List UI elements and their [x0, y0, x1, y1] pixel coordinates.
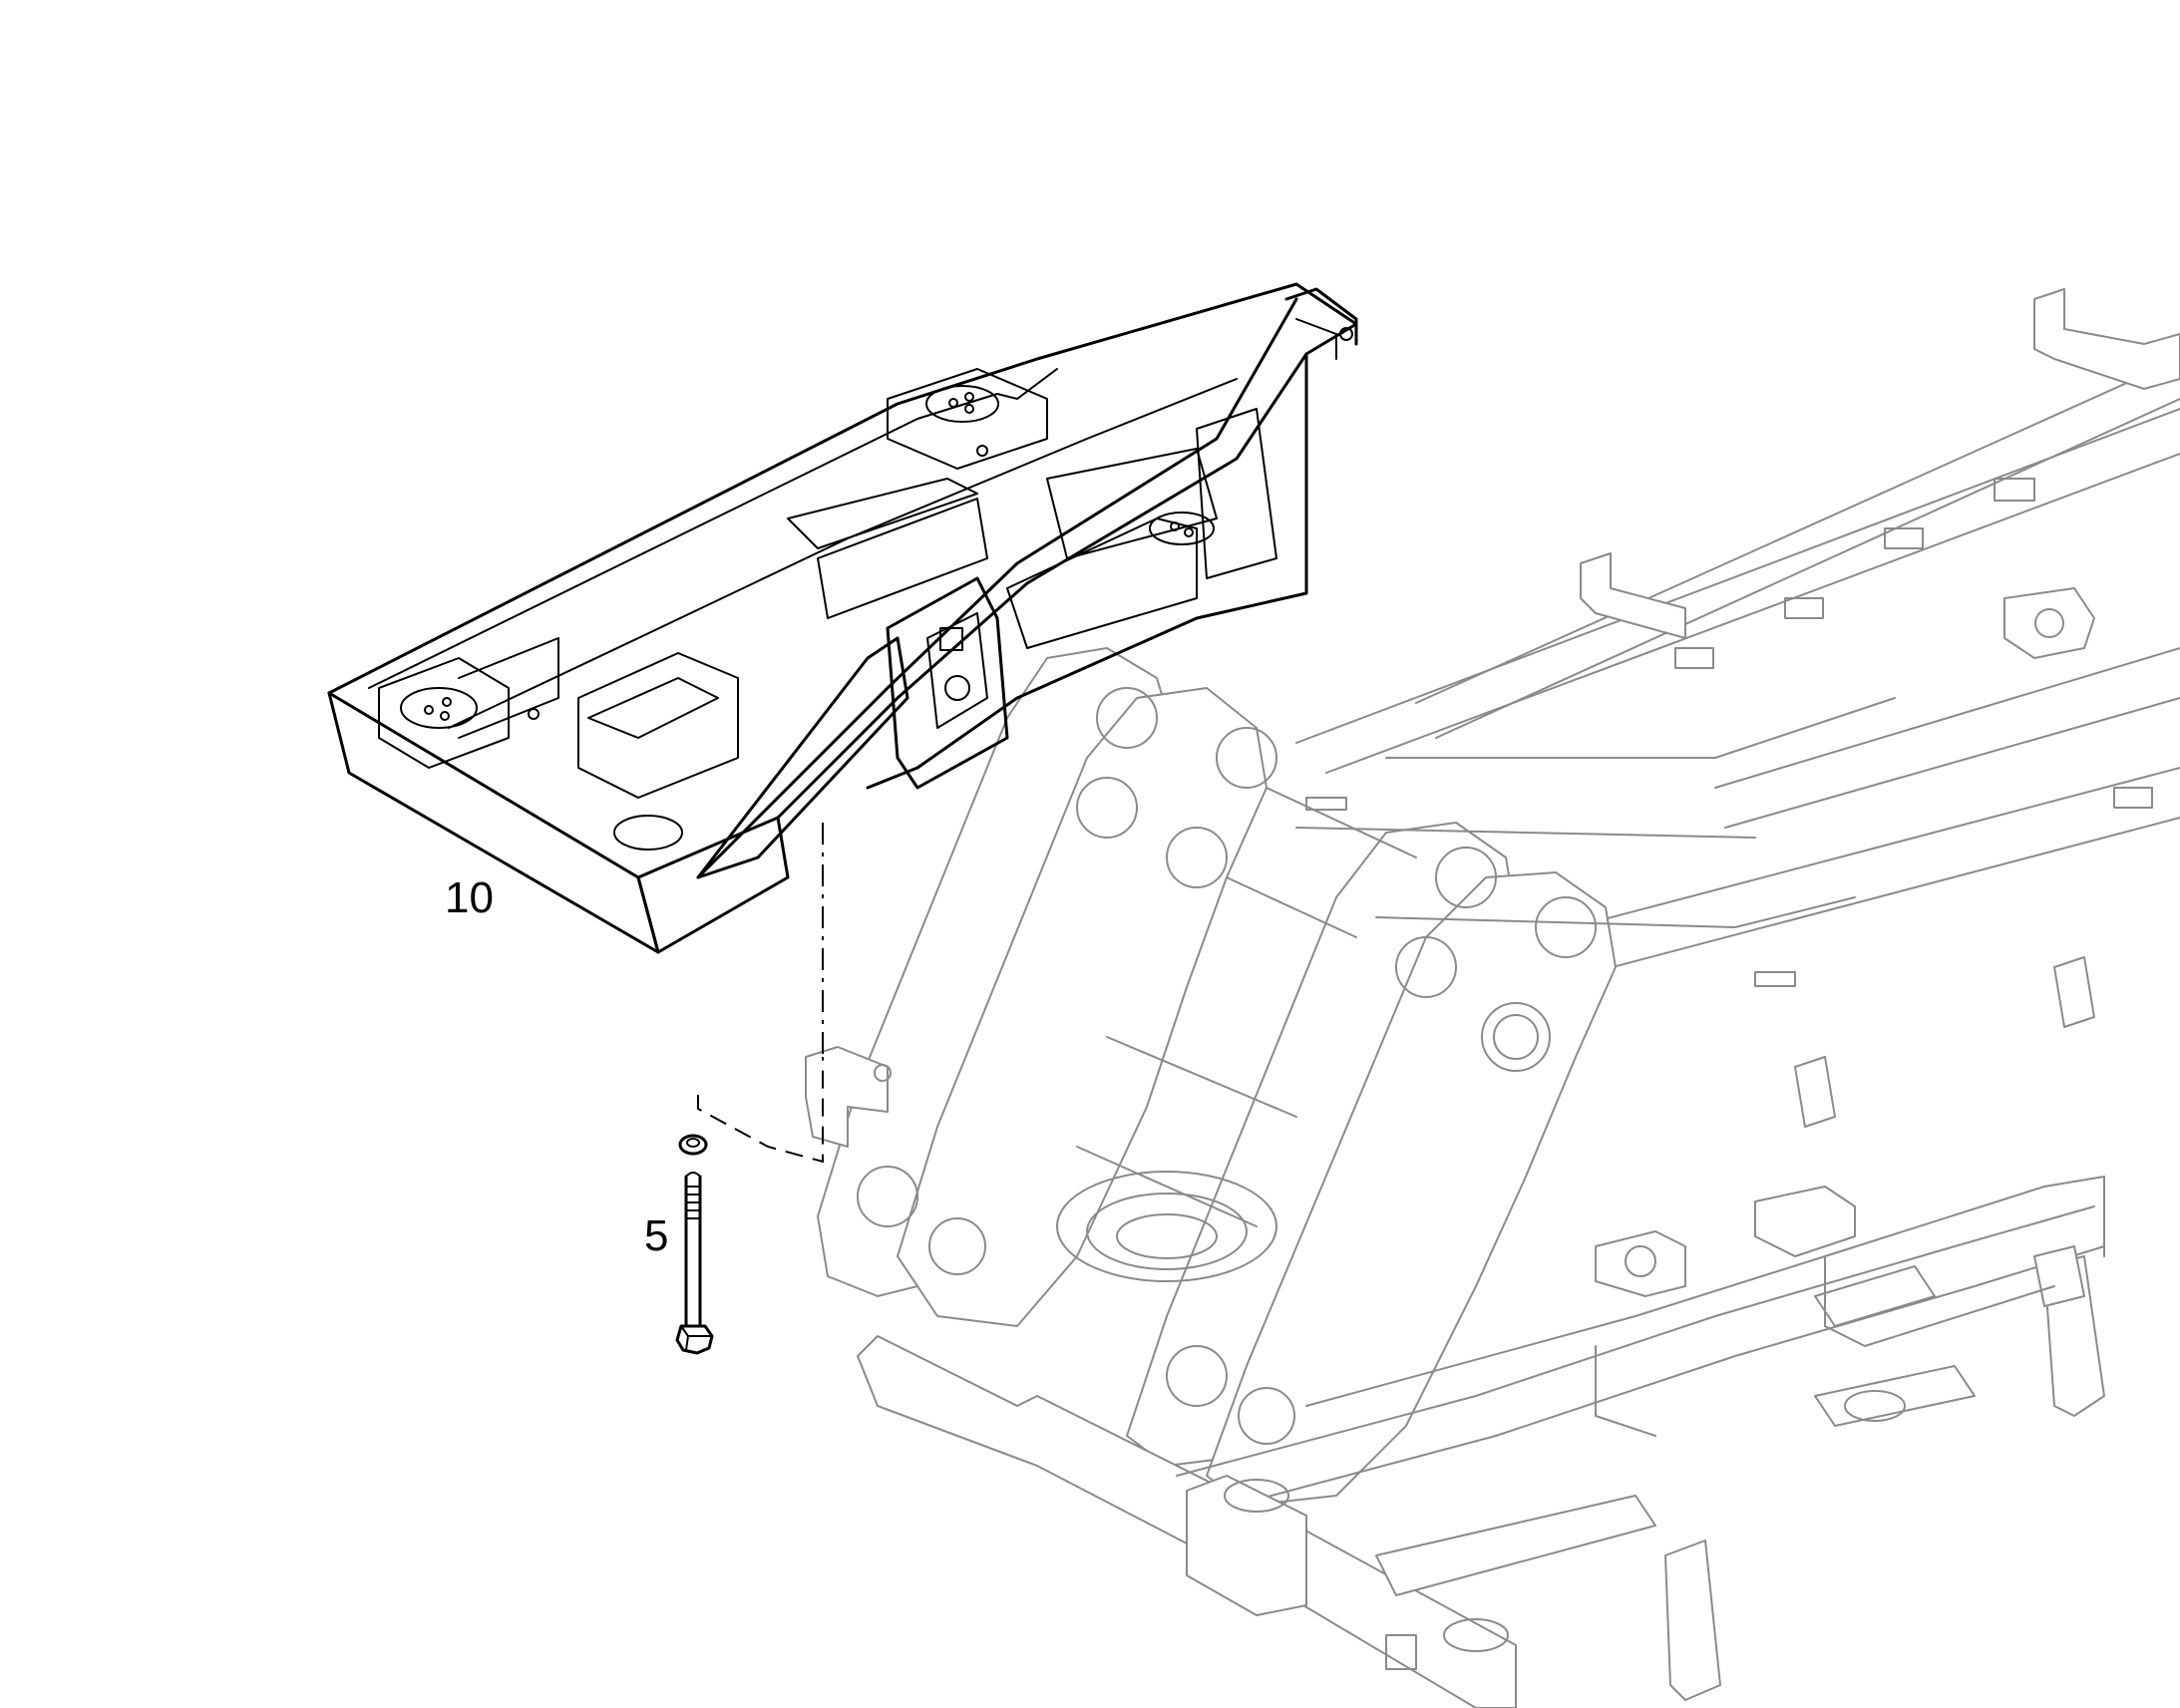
part-5-bolt-with-washer: [675, 1134, 714, 1355]
callout-part-5: 5: [644, 1211, 668, 1260]
assembly-leader-lines: [697, 823, 824, 1164]
callout-part-10: 10: [445, 873, 494, 922]
part-10-frame: [327, 282, 1358, 954]
chassis-context-drawing: [805, 288, 2180, 1708]
